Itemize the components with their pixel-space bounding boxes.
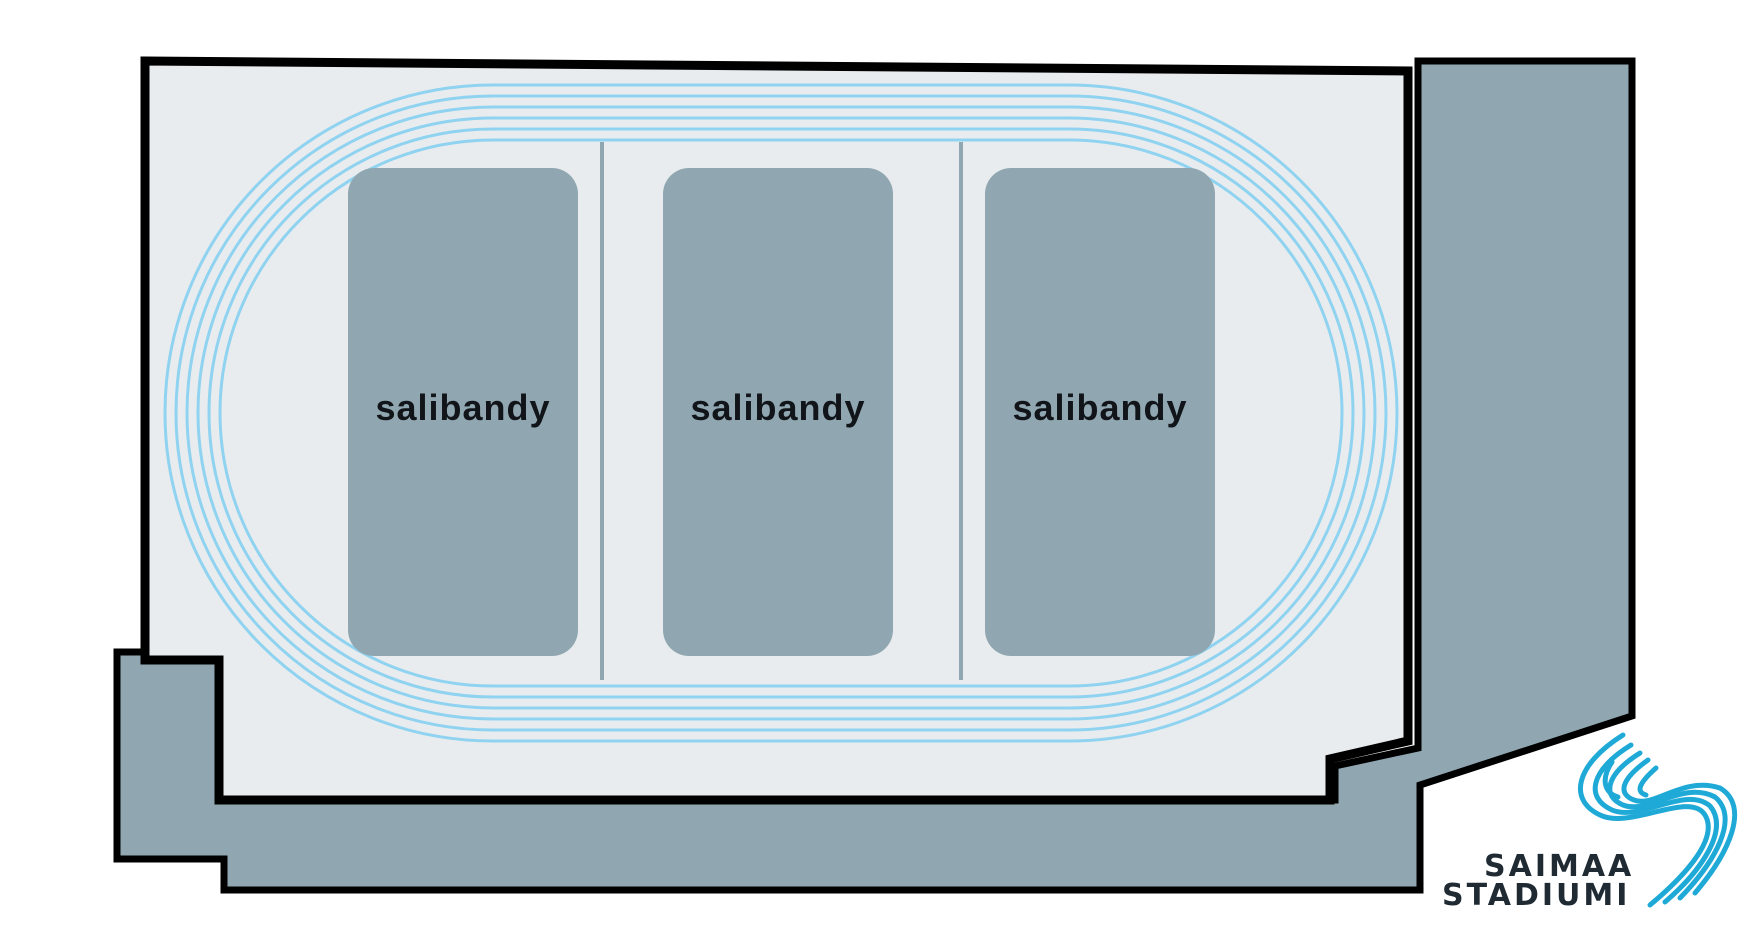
- court-2-label: salibandy: [690, 387, 865, 428]
- logo-line-2: STADIUMI: [1442, 878, 1630, 913]
- court-1-label: salibandy: [375, 387, 550, 428]
- track-lane-5: [207, 127, 1355, 699]
- track-lane-3: [185, 105, 1377, 721]
- saimaa-stadiumi-logo: SAIMAA STADIUMI: [1442, 732, 1738, 913]
- court-2-area: [663, 168, 893, 656]
- track-lane-2: [174, 94, 1388, 732]
- running-track: [163, 83, 1399, 743]
- court-3[interactable]: salibandy: [985, 168, 1215, 656]
- court-3-area: [985, 168, 1215, 656]
- court-2[interactable]: salibandy: [663, 168, 893, 656]
- court-1-area: [348, 168, 578, 656]
- track-lane-4: [196, 116, 1366, 710]
- right-stand-area: [113, 57, 1636, 894]
- court-3-label: salibandy: [1012, 387, 1187, 428]
- saimaa-stadiumi-swirl-icon: [1577, 732, 1738, 908]
- court-1[interactable]: salibandy: [348, 168, 578, 656]
- track-lane-6: [218, 138, 1344, 688]
- logo-line-1: SAIMAA: [1484, 849, 1634, 884]
- track-lane-1: [163, 83, 1399, 743]
